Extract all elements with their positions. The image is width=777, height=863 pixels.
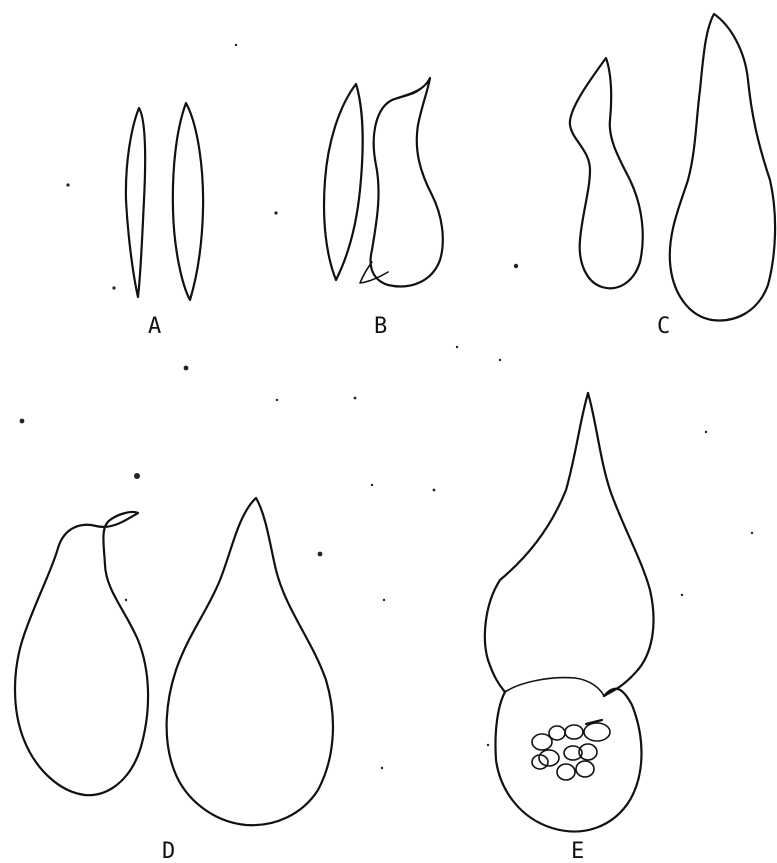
panel-e: E xyxy=(485,393,654,863)
speck xyxy=(235,44,237,46)
panel-b: B xyxy=(324,78,443,339)
granule xyxy=(549,726,565,740)
granule xyxy=(576,761,594,777)
speck xyxy=(381,767,383,769)
speck xyxy=(125,599,127,601)
speck xyxy=(681,594,683,596)
panel-b-cell-right xyxy=(371,78,443,286)
panel-d-cell-right xyxy=(167,498,333,825)
speck xyxy=(274,211,277,214)
panel-c-cell-right xyxy=(670,14,775,320)
panel-d: D xyxy=(15,498,333,863)
panel-e-granules xyxy=(532,720,610,780)
speck xyxy=(383,599,385,601)
speck xyxy=(487,744,489,746)
panel-d-cell-left xyxy=(15,512,148,795)
granule xyxy=(565,725,583,739)
speck xyxy=(112,286,115,289)
panel-d-label: D xyxy=(162,839,175,863)
speck xyxy=(20,419,25,424)
panel-e-label: E xyxy=(571,839,584,863)
granule xyxy=(532,734,552,750)
panel-b-label: B xyxy=(374,314,387,339)
speck xyxy=(66,183,69,186)
speck xyxy=(514,264,518,268)
panel-a-cell-right xyxy=(173,103,203,300)
speck xyxy=(456,346,458,348)
granule xyxy=(557,764,575,780)
panel-e-cell-base xyxy=(495,689,641,832)
speck xyxy=(499,359,501,361)
speck xyxy=(751,532,753,534)
panel-c-cell-left xyxy=(570,58,643,288)
panel-e-cell-upper xyxy=(588,393,654,696)
speck xyxy=(276,399,278,401)
panel-a-label: A xyxy=(148,314,161,339)
speck xyxy=(184,366,189,371)
speck xyxy=(433,489,436,492)
panel-e-septum xyxy=(505,678,604,696)
granule xyxy=(584,723,610,741)
panel-b-cell-left xyxy=(324,84,363,280)
speck xyxy=(354,397,357,400)
speck xyxy=(318,552,323,557)
panel-a: A xyxy=(126,103,203,339)
panel-a-cell-left xyxy=(126,108,145,297)
speck xyxy=(371,484,373,486)
speck xyxy=(705,431,707,433)
panel-c-label: C xyxy=(657,314,670,339)
panel-c: C xyxy=(570,14,775,339)
granule xyxy=(539,750,559,766)
speck xyxy=(134,473,140,479)
panel-e-cell-upper-left xyxy=(485,393,588,692)
